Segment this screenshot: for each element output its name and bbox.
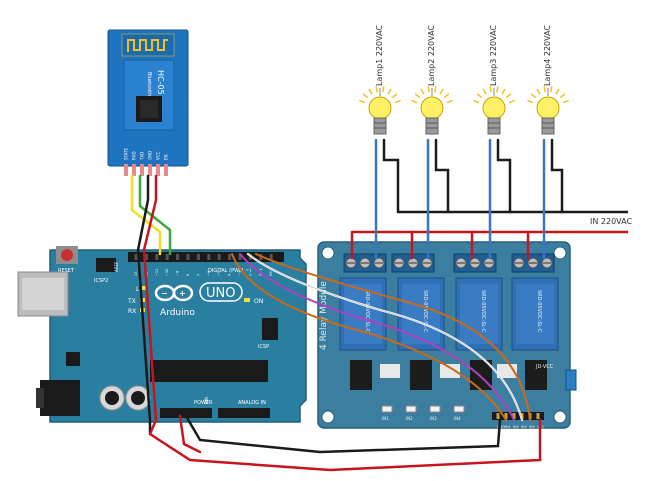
terminal-block-1 [343, 253, 387, 273]
wires [130, 138, 564, 472]
svg-text:−: − [161, 289, 168, 298]
power-label: POWER [194, 400, 213, 406]
digital-pin-label: 2 [248, 274, 252, 276]
hc05-pin-vcc: VCC [156, 151, 161, 160]
relay-pin-in2: IN2 [513, 425, 519, 429]
digital-pin-label: ~9 [176, 271, 180, 276]
hc05-pin-rxd: RXD [132, 151, 137, 160]
digital-pin-label: ~5 [217, 271, 221, 276]
digital-pin-label: ~3 [238, 271, 242, 276]
digital-pin-label: 7 [196, 274, 200, 276]
lamp-wires [350, 138, 564, 260]
reset-label: RESET [58, 268, 75, 274]
relay-3-text: SRD-05VDC-SL-C [480, 290, 486, 333]
lamp-3: Lamp3 220VAC [473, 25, 515, 135]
arduino-logo: − + UNO Arduino [154, 282, 243, 318]
terminal-block-4 [511, 253, 555, 273]
relay-4: SRD-05VDC-SL-C [511, 277, 559, 351]
relay-led-label-2: IN2 [406, 416, 413, 421]
jd-vcc-label: JD-VCC [535, 364, 554, 370]
vin-label: VIN [204, 397, 209, 404]
relay-led-label-4: IN4 [454, 416, 461, 421]
lamp-2-label: Lamp2 220VAC [427, 25, 436, 86]
relay-pin-gnd: GND [497, 425, 505, 429]
relay-4-text: SRD-05VDC-SL-C [536, 290, 542, 333]
relay-pin-in4: IN4 [529, 425, 536, 429]
digital-pin-label: ~6 [207, 271, 211, 276]
hc05-pin-txd: TXD [140, 152, 145, 161]
mains-label: IN 220VAC [590, 217, 632, 226]
lamps: Lamp1 220VAC Lamp2 220VAC Lamp3 220VAC Lamp… [359, 25, 569, 135]
aref-label: AREF [114, 261, 119, 272]
relay-2-text: SRD-05VDC-SL-C [422, 290, 428, 333]
on-label: ON [254, 298, 263, 305]
rx-label: RX [128, 308, 136, 315]
uno-label: UNO [206, 286, 235, 301]
digital-pin-label: RX 0 [269, 268, 273, 276]
tx-label: TX [127, 298, 136, 305]
digital-label: DIGITAL (PWM ~) [208, 268, 251, 274]
relay-pin-in3: IN3 [521, 425, 527, 429]
arduino-uno-board: RESET ICSP2 TX RX L − + UNO Arduino ON I… [17, 246, 307, 423]
icsp-header: ICSP [258, 318, 278, 350]
icsp2-header: ICSP2 [94, 258, 116, 284]
hc05-pin-state: STATE [124, 147, 129, 160]
relay-led-3: IN3 [429, 405, 441, 421]
relay-leds: IN1 IN2 IN3 IN4 [381, 405, 465, 421]
lamp-2: Lamp2 220VAC [411, 25, 453, 135]
hc05-pin-en: EN [164, 154, 169, 160]
relay-led-4: IN4 [453, 405, 465, 421]
relay-led-1: IN1 [381, 405, 393, 421]
lamp-4-label: Lamp4 220VAC [543, 25, 552, 86]
digital-pin-label: 4 [228, 273, 232, 276]
analog-label: ANALOG IN [238, 400, 266, 406]
lamp-3-label: Lamp3 220VAC [489, 25, 498, 86]
digital-pin-label: 8 [186, 274, 190, 276]
relay-1-text: SRD-05VDC-SL-C [364, 290, 370, 333]
digital-pin-label: ~11 [155, 269, 159, 276]
hc05-subtitle: Bluetooth [146, 72, 152, 96]
svg-text:+: + [179, 289, 186, 298]
icsp-label: ICSP [258, 344, 269, 350]
relay-module-title: 4 Relay Module [319, 281, 329, 350]
hc05-model: HC-05 [156, 70, 165, 95]
mains-lines: IN 220VAC [352, 210, 632, 234]
l-label: L [136, 286, 140, 293]
relay-led-label-3: IN3 [430, 416, 437, 421]
relay-components [350, 360, 547, 390]
lamp-1-label: Lamp1 220VAC [375, 25, 384, 86]
digital-pin-label: 13 [134, 272, 138, 276]
relay-3: SRD-05VDC-SL-C [455, 277, 503, 351]
icsp2-label: ICSP2 [94, 278, 108, 284]
brand-label: Arduino [160, 308, 195, 318]
digital-pin-label: ~10 [165, 269, 169, 276]
lamp-4: Lamp4 220VAC [527, 25, 569, 135]
hc05-pin-gnd: GND [148, 151, 153, 160]
relay-led-2: IN2 [405, 405, 417, 421]
relays: SRD-05VDC-SL-C SRD-05VDC-SL-C SRD-05VDC-SL… [339, 277, 559, 351]
lamp-1: Lamp1 220VAC [359, 25, 401, 135]
relay-pin-in1: IN1 [505, 425, 511, 429]
terminal-block-3 [453, 253, 497, 273]
relay-led-label-1: IN1 [382, 416, 389, 421]
